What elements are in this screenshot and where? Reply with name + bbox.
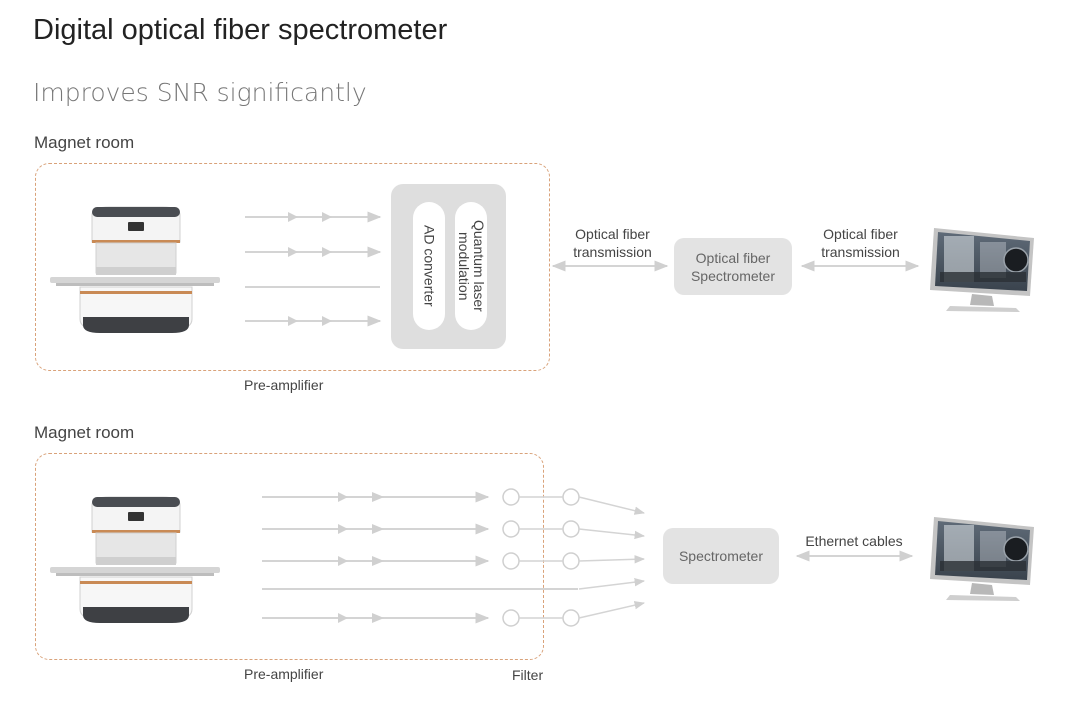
ad-converter-pill: AD converter <box>413 202 445 330</box>
top-monitor-icon <box>929 227 1035 313</box>
bottom-mid-arrowheads <box>338 492 384 623</box>
optical-fiber-spectrometer-label: Optical fiber Spectrometer <box>690 249 776 284</box>
top-mid-arrowheads <box>288 212 332 326</box>
filter-circles <box>502 488 580 627</box>
bottom-magnet-room-box <box>35 453 544 660</box>
page-title: Digital optical fiber spectrometer <box>33 14 448 46</box>
top-room-label: Magnet room <box>34 133 135 152</box>
top-left-transmission-label: Optical fiber transmission <box>573 226 652 260</box>
filter-label: Filter <box>512 667 544 683</box>
top-right-transmission-label: Optical fiber transmission <box>821 226 900 260</box>
bottom-signal-lines <box>262 491 578 624</box>
page-subtitle: Improves SNR significantly <box>33 78 367 107</box>
top-preamp-label: Pre-amplifier <box>244 377 324 393</box>
top-magnet-room-box <box>35 163 550 371</box>
bottom-monitor-icon <box>929 516 1035 602</box>
top-signal-lines <box>245 211 382 327</box>
bottom-mri-scanner-icon <box>49 496 221 624</box>
spectrometer-label: Spectrometer <box>678 548 764 564</box>
top-mri-scanner-icon <box>49 206 221 334</box>
bottom-preamp-label: Pre-amplifier <box>244 666 324 682</box>
bottom-converging-arrows <box>578 496 646 619</box>
quantum-laser-pill: Quantum laser modulation <box>455 202 487 330</box>
filter-connectors <box>519 496 563 619</box>
spectrometer-box: Spectrometer <box>663 528 779 584</box>
optical-fiber-spectrometer-box: Optical fiber Spectrometer <box>674 238 792 295</box>
bottom-room-label: Magnet room <box>34 423 135 442</box>
ethernet-cables-label: Ethernet cables <box>805 533 903 549</box>
